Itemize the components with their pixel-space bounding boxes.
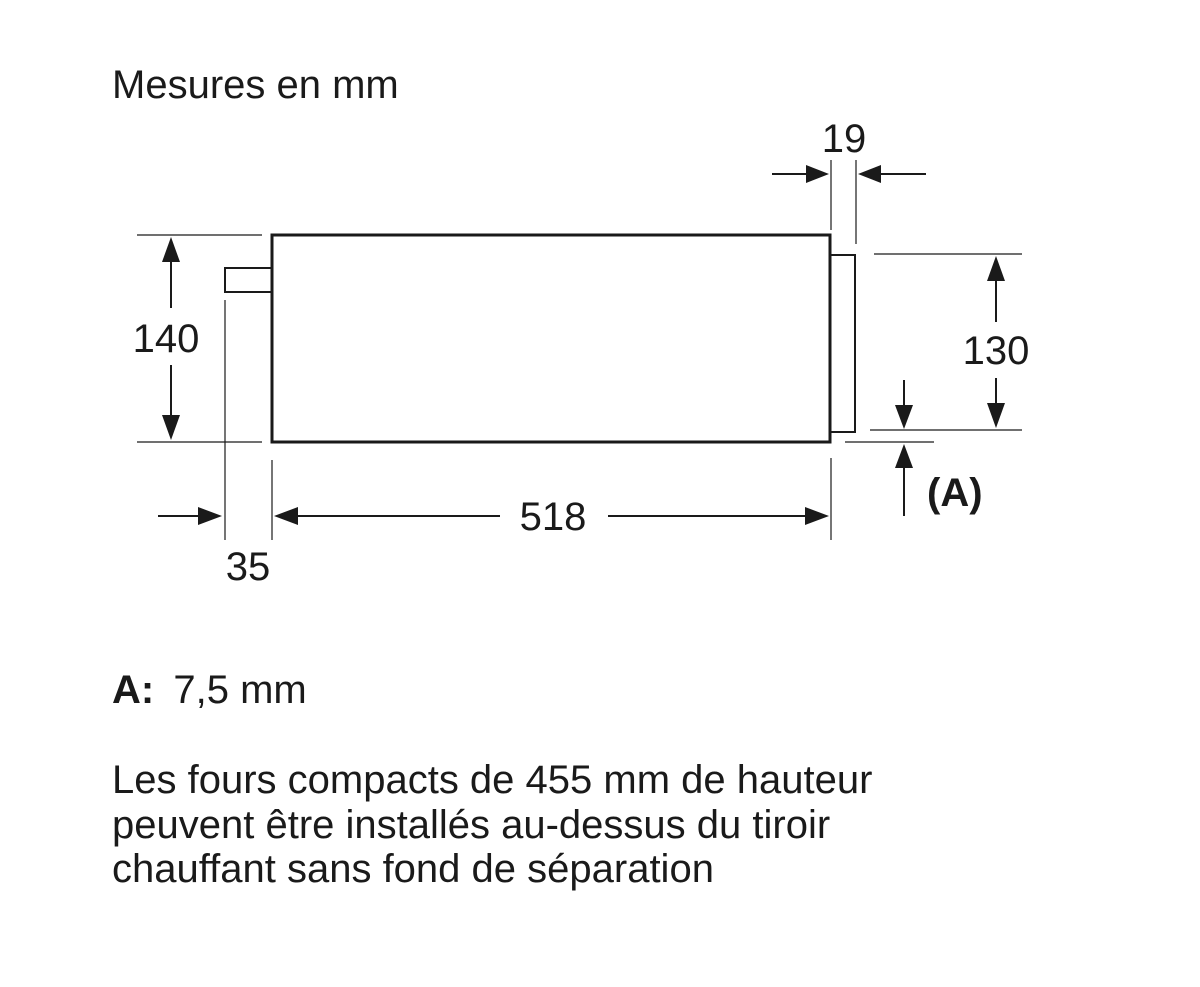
description-line-1: Les fours compacts de 455 mm de hauteur [112,758,872,802]
dim-gap-a: (A) [845,380,983,516]
dim-body-length: 518 [271,458,832,540]
dim-front-height: 130 [870,253,1030,431]
drawer-body [270,233,832,444]
dim-front-depth: 19 [772,117,926,244]
installation-note: Les fours compacts de 455 mm de hauteur … [112,758,872,891]
dim-130-label: 130 [963,329,1030,373]
dim-140-label: 140 [133,317,200,361]
dim-rear-offset: 35 [158,300,270,589]
note-a-label: A: [112,668,154,712]
description-line-3: chauffant sans fond de séparation [112,847,714,891]
dim-35-label: 35 [226,545,271,589]
note-a: A: 7,5 mm [112,668,307,712]
diagram-title: Mesures en mm [112,63,399,107]
dim-518-label: 518 [520,495,587,539]
dim-left-height: 140 [133,234,262,443]
svg-text:A: 7,5 mm: A: 7,5 mm [112,668,307,712]
description-line-2: peuvent être installés au-dessus du tiro… [112,803,830,847]
rear-connector [224,267,273,293]
dim-19-label: 19 [822,117,867,161]
front-panel [829,254,856,433]
dim-a-label: (A) [927,471,983,515]
note-a-value: 7,5 mm [173,668,306,712]
